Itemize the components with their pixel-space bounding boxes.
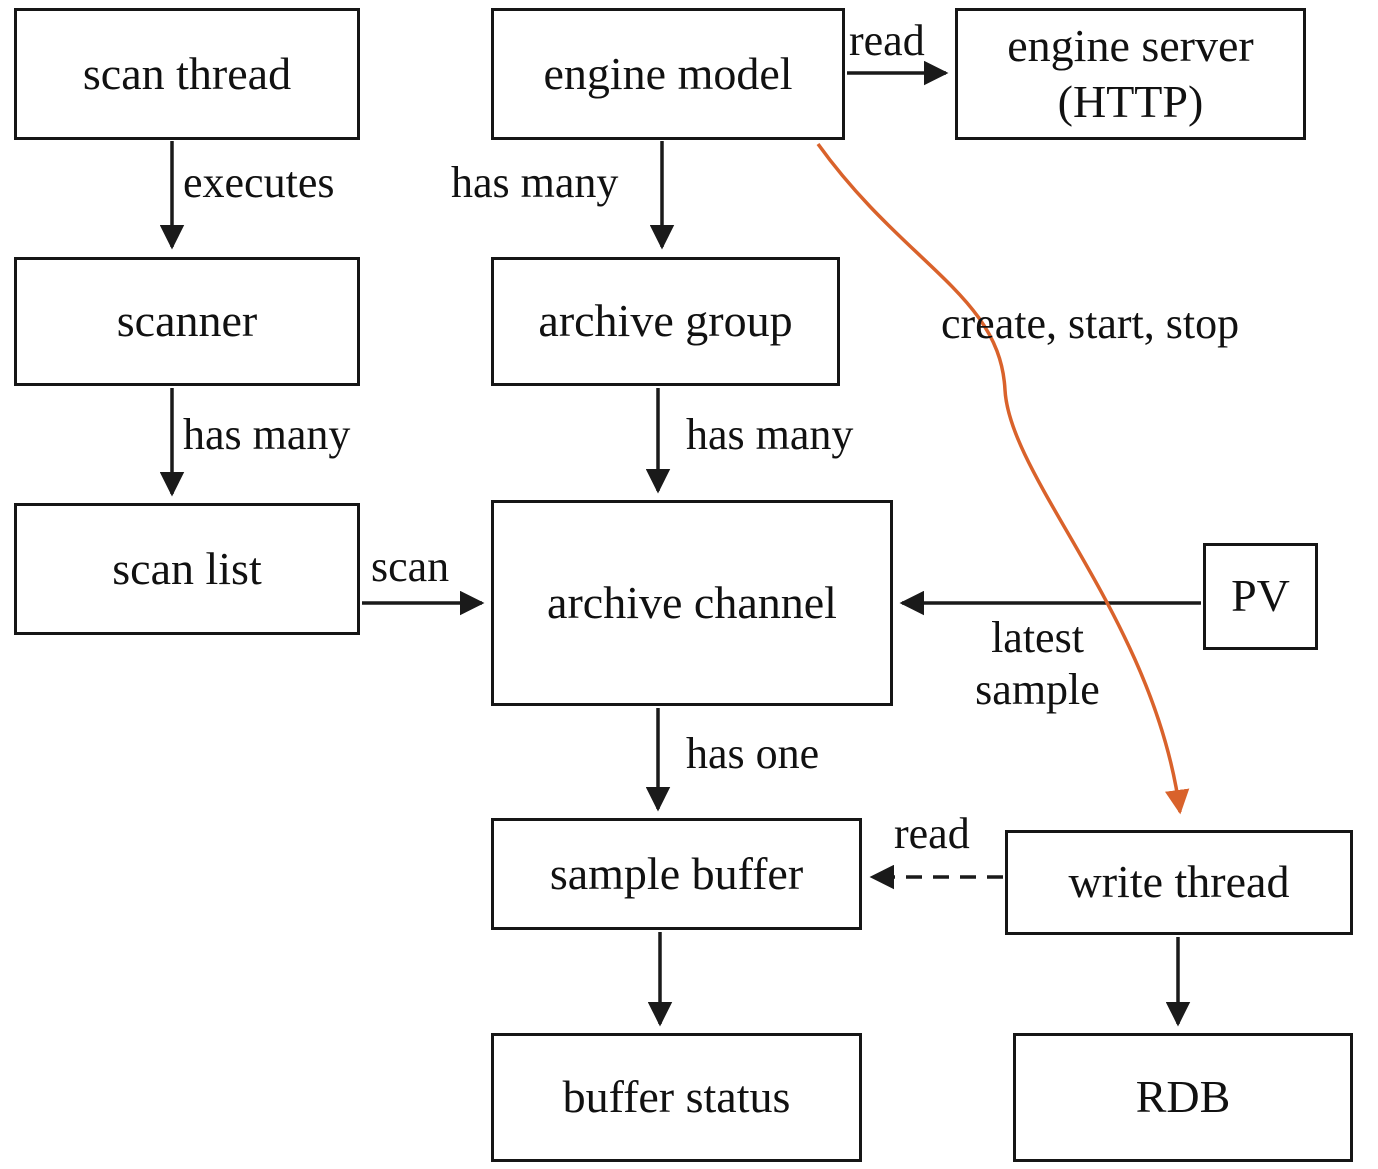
node-buffer-status-label: buffer status	[562, 1071, 791, 1123]
node-scan-list: scan list	[14, 503, 360, 635]
node-scanner: scanner	[14, 257, 360, 386]
edge-label-read-server: read	[849, 16, 925, 65]
node-engine-server-label-line1: engine server	[1007, 19, 1254, 71]
node-archive-channel-label: archive channel	[547, 576, 837, 628]
node-scan-thread: scan thread	[14, 8, 360, 140]
node-sample-buffer: sample buffer	[491, 818, 862, 930]
node-engine-model-label: engine model	[543, 47, 793, 99]
edge-label-engine-has-many: has many	[451, 158, 619, 207]
edge-label-latest: latest	[991, 613, 1084, 662]
node-archive-group-label: archive group	[538, 295, 793, 347]
node-sample-buffer-label: sample buffer	[549, 847, 804, 899]
node-buffer-status: buffer status	[491, 1033, 862, 1162]
node-rdb-label: RDB	[1135, 1071, 1231, 1123]
node-engine-model: engine model	[491, 8, 845, 140]
node-rdb: RDB	[1013, 1033, 1353, 1162]
node-pv: PV	[1203, 543, 1318, 650]
edge-label-create-start-stop: create, start, stop	[941, 299, 1240, 348]
node-write-thread: write thread	[1005, 830, 1353, 935]
node-scanner-label: scanner	[116, 295, 258, 347]
node-engine-server-label-line2: (HTTP)	[1057, 76, 1204, 127]
edge-label-has-one: has one	[686, 729, 820, 778]
edge-label-latest-sample: latest sample	[930, 612, 1145, 716]
node-scan-list-label: scan list	[112, 542, 262, 594]
edge-label-executes: executes	[183, 158, 335, 207]
node-pv-label: PV	[1231, 570, 1290, 622]
node-engine-server: engine server (HTTP)	[955, 8, 1306, 140]
node-write-thread-label: write thread	[1068, 856, 1290, 908]
node-archive-channel: archive channel	[491, 500, 893, 706]
edge-label-scan: scan	[371, 542, 450, 591]
edge-label-read-write: read	[894, 809, 970, 858]
edge-label-scanner-has-many: has many	[183, 410, 351, 459]
node-scan-thread-label: scan thread	[82, 47, 292, 99]
node-archive-group: archive group	[491, 257, 840, 386]
edge-label-sample: sample	[975, 664, 1100, 714]
edge-label-group-has-many: has many	[686, 410, 854, 459]
